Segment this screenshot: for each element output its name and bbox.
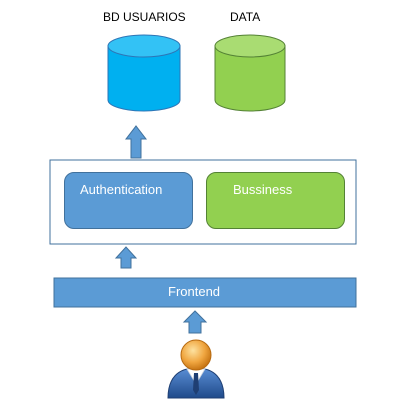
user-icon [167, 339, 225, 399]
users-db-cylinder [107, 34, 181, 112]
arrow-to-backend [114, 246, 138, 269]
arrow-to-frontend [182, 310, 208, 334]
business-box: Bussiness [206, 172, 345, 229]
business-label: Bussiness [233, 182, 293, 197]
frontend-bar [53, 277, 357, 308]
users-db-label: BD USUARIOS [103, 10, 186, 24]
authentication-label: Authentication [80, 182, 163, 197]
arrow-to-database [124, 125, 148, 159]
authentication-box: Authentication [64, 172, 193, 229]
data-db-cylinder [214, 34, 286, 112]
frontend-label: Frontend [168, 284, 221, 299]
data-db-label: DATA [230, 10, 261, 24]
